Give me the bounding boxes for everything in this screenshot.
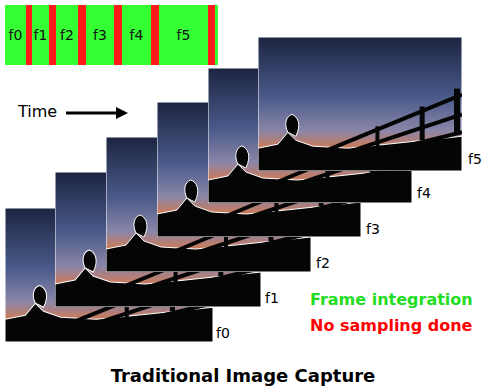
time-arrow bbox=[66, 112, 118, 115]
frame-segment: f2 bbox=[56, 5, 78, 65]
photo-frame bbox=[258, 37, 462, 171]
frame-label: f1 bbox=[34, 27, 48, 43]
gap-stripe bbox=[151, 5, 159, 65]
gap-stripe bbox=[26, 5, 32, 65]
frame-label: f2 bbox=[316, 256, 330, 271]
frame-label: f1 bbox=[265, 291, 279, 306]
frame-segment: f4 bbox=[122, 5, 151, 65]
frame-label: f2 bbox=[60, 27, 74, 43]
frame-label: f5 bbox=[177, 27, 191, 43]
timing-bar bbox=[5, 5, 218, 65]
gap-stripe bbox=[78, 5, 86, 65]
frame-segment: f5 bbox=[159, 5, 208, 65]
gap-stripe bbox=[208, 5, 215, 65]
frame-label: f4 bbox=[417, 186, 431, 201]
frame-label: f0 bbox=[9, 27, 23, 43]
frame-label: f3 bbox=[93, 27, 107, 43]
axis-label: Time bbox=[18, 103, 57, 121]
legend-note: Frame integration bbox=[310, 291, 473, 309]
frame-segment: f3 bbox=[86, 5, 114, 65]
frame-label: f4 bbox=[130, 27, 144, 43]
gap-stripe bbox=[49, 5, 56, 65]
frame-segment: f0 bbox=[5, 5, 26, 65]
figure-caption: Traditional Image Capture bbox=[111, 366, 376, 386]
frame-label: f5 bbox=[468, 152, 482, 167]
frame-segment: f1 bbox=[32, 5, 49, 65]
arrow-head bbox=[116, 107, 128, 119]
frame-label: f0 bbox=[216, 326, 230, 341]
legend-note: No sampling done bbox=[310, 317, 472, 335]
gap-stripe bbox=[114, 5, 122, 65]
frame-label: f3 bbox=[366, 222, 380, 237]
